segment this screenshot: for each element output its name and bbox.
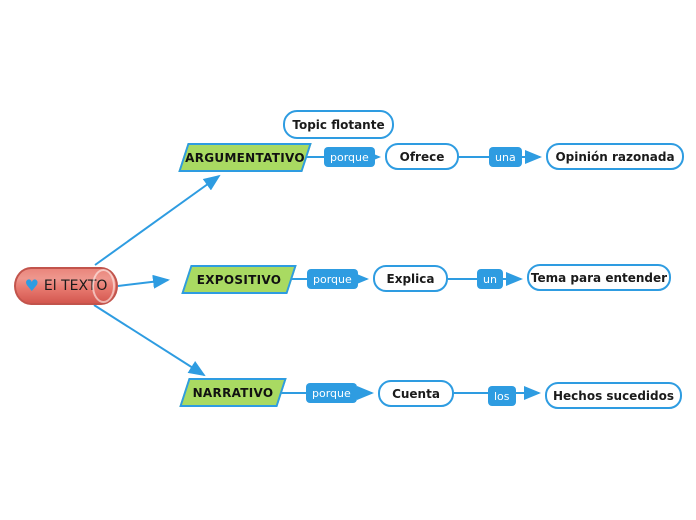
action-label: Explica xyxy=(386,271,435,286)
branch-label: ARGUMENTATIVO xyxy=(185,150,305,165)
action-node-ofrece[interactable]: Ofrece xyxy=(385,143,459,170)
article-label-una[interactable]: una xyxy=(489,147,522,167)
result-node-hechos-sucedidos[interactable]: Hechos sucedidos xyxy=(545,382,682,409)
relation-label-porque-2[interactable]: porque xyxy=(307,269,358,289)
branch-label: EXPOSITIVO xyxy=(196,272,282,287)
action-label: Ofrece xyxy=(399,149,445,164)
action-node-explica[interactable]: Explica xyxy=(373,265,448,292)
action-label: Cuenta xyxy=(392,386,440,401)
result-node-opinion-razonada[interactable]: Opinión razonada xyxy=(546,143,684,170)
article-label-un[interactable]: un xyxy=(477,269,503,289)
center-topic-node[interactable]: ♥ El TEXTO xyxy=(14,267,118,305)
action-node-cuenta[interactable]: Cuenta xyxy=(378,380,454,407)
result-label: Opinión razonada xyxy=(555,149,675,164)
relation-label-porque-1[interactable]: porque xyxy=(324,147,375,167)
result-label: Hechos sucedidos xyxy=(552,388,675,403)
heart-icon: ♥ xyxy=(24,276,39,295)
center-topic-label: El TEXTO xyxy=(43,278,108,294)
relation-label-porque-3[interactable]: porque xyxy=(306,383,357,403)
article-label-los[interactable]: los xyxy=(488,386,516,406)
floating-topic-label: Topic flotante xyxy=(292,117,385,132)
result-label: Tema para entender xyxy=(530,270,668,285)
branch-node-narrativo[interactable]: NARRATIVO xyxy=(184,378,282,407)
branch-label: NARRATIVO xyxy=(192,385,274,400)
branch-node-expositivo[interactable]: EXPOSITIVO xyxy=(186,265,292,294)
result-node-tema-para-entender[interactable]: Tema para entender xyxy=(527,264,671,291)
floating-topic-node[interactable]: Topic flotante xyxy=(283,110,394,139)
branch-node-argumentativo[interactable]: ARGUMENTATIVO xyxy=(183,143,307,172)
